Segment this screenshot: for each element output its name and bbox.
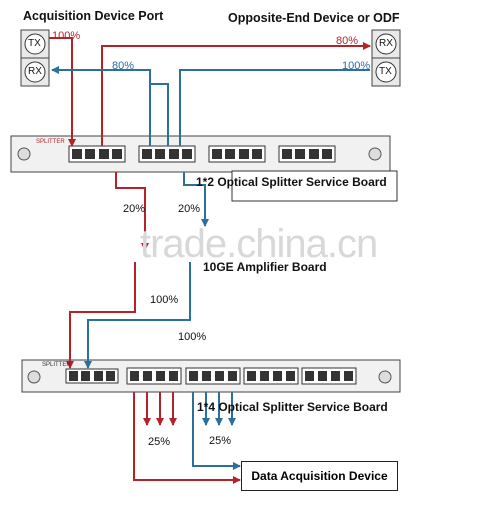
pct-right-tx: 100%: [342, 60, 371, 72]
pct-split-red: 20%: [123, 203, 146, 215]
right-port-block: [371, 29, 401, 87]
top-panel-name: SPLITTER: [36, 139, 65, 145]
connector-group-1: [68, 145, 126, 163]
pct-out-blue: 25%: [209, 435, 232, 447]
connector-group-2: [138, 145, 196, 163]
left-tx-label: TX: [28, 38, 41, 49]
splitter-2-label-box: [231, 170, 398, 202]
left-rx-port-icon: [24, 61, 46, 83]
left-tx-port-icon: [24, 33, 46, 55]
watermark: trade.china.cn: [140, 222, 378, 266]
splitter-2-board-label: 1*2 Optical Splitter Service Board: [196, 175, 387, 189]
left-rx-label: RX: [28, 66, 42, 77]
right-tx-port-icon: [375, 61, 397, 83]
connector-group-4: [278, 145, 336, 163]
splitter-2-panel: [10, 135, 391, 173]
pct-amp-out-1: 100%: [150, 294, 179, 306]
pct-left-tx: 100%: [52, 30, 81, 42]
pct-left-rx: 80%: [112, 60, 135, 72]
connector-group-3: [208, 145, 266, 163]
right-tx-label: TX: [379, 66, 392, 77]
red-line-amp-to-splitter4: [66, 262, 136, 369]
red-fiber-lines: [49, 37, 371, 484]
pct-split-blue: 20%: [178, 203, 201, 215]
panel-screw-icon: [368, 147, 382, 161]
splitter-4-panel: [21, 359, 401, 393]
panel-screw-icon: [378, 370, 392, 384]
right-rx-port-icon: [375, 33, 397, 55]
bottom-panel-name: SPLITTER: [42, 362, 71, 368]
input-connector-group: [65, 368, 119, 384]
left-port-block: [20, 29, 50, 87]
panel-screw-icon: [27, 370, 41, 384]
blue-line-out-to-device: [192, 392, 241, 470]
blue-line-20-to-amp: [183, 172, 209, 227]
output-connector-group-4: [301, 367, 357, 385]
acquisition-port-title: Acquisition Device Port: [23, 9, 164, 23]
data-acquisition-device-box: Data Acquisition Device: [241, 461, 398, 491]
opposite-end-title: Opposite-End Device or ODF: [228, 11, 400, 25]
blue-line-tx-in: [179, 69, 370, 146]
red-line-80-out: [101, 42, 371, 146]
output-connector-group-1: [126, 367, 182, 385]
output-connector-group-3: [243, 367, 299, 385]
right-rx-label: RX: [379, 38, 393, 49]
pct-amp-out-2: 100%: [178, 331, 207, 343]
pct-out-red: 25%: [148, 436, 171, 448]
red-line-out-to-device: [133, 392, 241, 484]
amplifier-board-label: 10GE Amplifier Board: [203, 260, 327, 274]
blue-fiber-lines: [51, 66, 370, 470]
blue-line-amp-to-splitter4: [84, 262, 191, 369]
splitter-4-board-label: 1*4 Optical Splitter Service Board: [197, 400, 388, 414]
panel-screw-icon: [17, 147, 31, 161]
output-connector-group-2: [185, 367, 241, 385]
red-line-20-to-amp: [115, 172, 149, 251]
data-acquisition-device-label: Data Acquisition Device: [251, 469, 388, 483]
pct-right-rx: 80%: [336, 35, 359, 47]
red-line-tx-in: [49, 37, 76, 147]
